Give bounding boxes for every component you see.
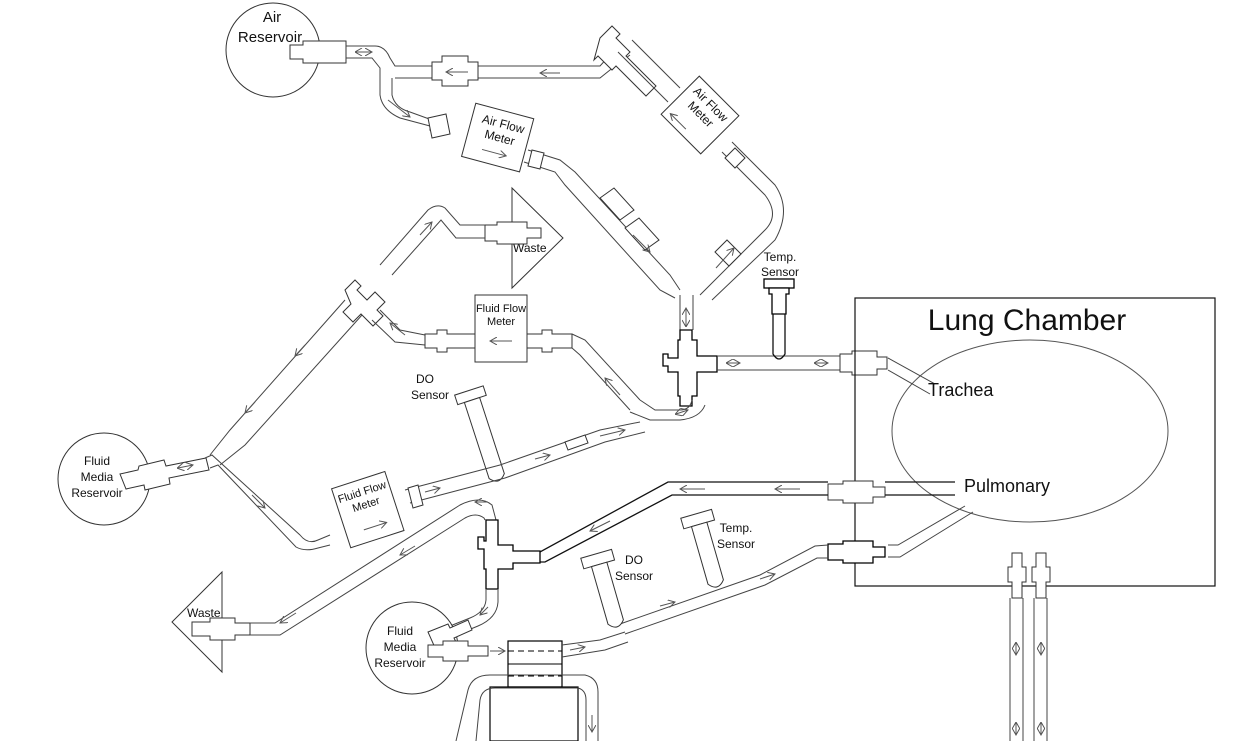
air-reservoir-label-line1: Air [263, 9, 281, 26]
air-reservoir: Air Reservoir [225, 2, 347, 98]
pump-block [455, 631, 629, 741]
temp-sensor-top-line2: Sensor [761, 265, 799, 279]
lung-chamber-title: Lung Chamber [928, 304, 1126, 337]
air-tubing-top [346, 25, 657, 139]
air-tubing-right-down [523, 149, 681, 299]
lung-bottom-ports [1007, 552, 1051, 741]
trachea-label: Trachea [928, 380, 994, 400]
do-sensor-top-line1: DO [416, 372, 434, 386]
fluid-reservoir-bottom: Fluid Media Reservoir [365, 601, 505, 695]
fluid-reservoir-left-line1: Fluid [84, 454, 110, 468]
fluid-flow-meter-top-line2: Meter [487, 316, 515, 328]
temp-sensor-top: Temp. Sensor [761, 250, 799, 360]
do-sensor-bottom-line2: Sensor [615, 569, 653, 583]
air-reservoir-label-line2: Reservoir [238, 29, 302, 46]
lung-chamber: Lung Chamber Trachea Pulmonary [854, 297, 1216, 587]
fluid-flow-meter-top: Fluid Flow Meter [424, 294, 641, 411]
do-sensor-bottom-line1: DO [625, 553, 643, 567]
fluid-reservoir-left-line3: Reservoir [71, 486, 122, 500]
waste-bottom: Waste [171, 500, 497, 674]
air-flow-meter-1: Air Flow Meter [460, 102, 535, 173]
fluid-reservoir-bottom-line2: Media [384, 640, 417, 654]
fluid-flow-meter-top-line1: Fluid Flow [476, 303, 526, 315]
air-y-junction [679, 295, 694, 330]
fluid-reservoir-left-line2: Media [81, 470, 114, 484]
waste-bottom-label: Waste [187, 606, 221, 620]
temp-sensor-bottom-line2: Sensor [717, 537, 755, 551]
do-sensor-bottom: DO Sensor [580, 548, 653, 628]
waste-top: Waste [379, 186, 564, 290]
fluid-reservoir-left: Fluid Media Reservoir [57, 432, 331, 551]
pulmonary-inlet [619, 540, 886, 635]
air-tubing-right-up [617, 39, 784, 301]
fluid-tubing-to-tee [629, 399, 706, 421]
fluid-flow-meter-bottom: Fluid Flow Meter [330, 470, 405, 549]
fluid-tubing-mid [404, 421, 646, 509]
do-sensor-top: DO Sensor [411, 372, 505, 482]
bottom-tee [439, 519, 541, 641]
fluid-reservoir-bottom-line1: Fluid [387, 624, 413, 638]
fluid-reservoir-bottom-line3: Reservoir [374, 656, 425, 670]
temp-sensor-bottom: Temp. Sensor [659, 508, 755, 606]
temp-sensor-bottom-line1: Temp. [720, 521, 753, 535]
do-sensor-top-line2: Sensor [411, 388, 449, 402]
pulmonary-label: Pulmonary [964, 476, 1050, 496]
central-tee [662, 329, 888, 407]
fluid-tee-left [209, 279, 426, 466]
air-flow-meter-2: Air Flow Meter [660, 75, 740, 155]
temp-sensor-top-line1: Temp. [764, 250, 797, 264]
